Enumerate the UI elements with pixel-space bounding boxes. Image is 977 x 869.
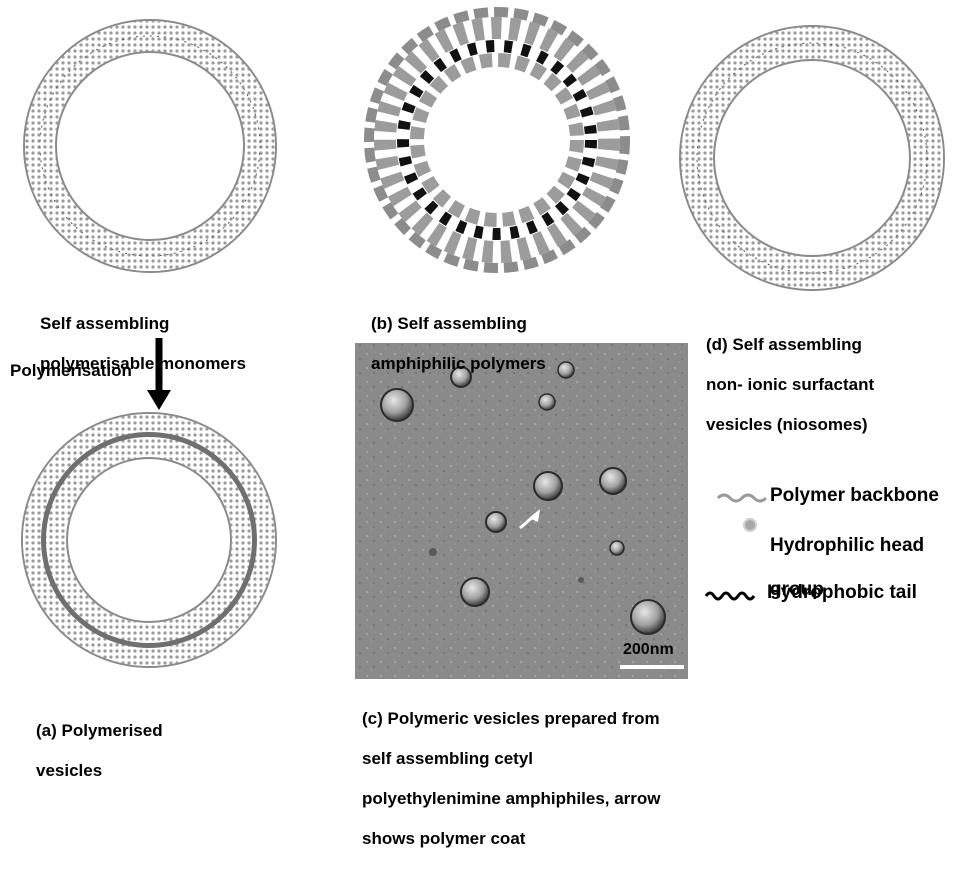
caption-line: vesicles (niosomes) xyxy=(706,415,874,435)
legend-hydrophilic-head: Hydrophilic head group xyxy=(770,513,924,623)
caption-line: polyethylenimine amphiphiles, arrow xyxy=(362,789,661,809)
caption-line: (b) Self assembling xyxy=(371,314,546,334)
polymerised-vesicle xyxy=(22,413,276,667)
legend-polymer-backbone-icon xyxy=(718,495,766,501)
amphiphilic-polymer-vesicle xyxy=(369,12,625,268)
polymerisation-label: Polymerisation xyxy=(10,361,132,381)
polymerised-caption: (a) Polymerised vesicles xyxy=(36,701,163,801)
caption-line: (a) Polymerised xyxy=(36,721,163,741)
legend-polymer-backbone: Polymer backbone xyxy=(770,485,939,507)
caption-line: vesicles xyxy=(36,761,163,781)
caption-line: amphiphilic polymers xyxy=(371,354,546,374)
amphiphilic-caption: (b) Self assembling amphiphilic polymers xyxy=(371,294,546,394)
legend-hydrophobic-tail: Hydrophobic tail xyxy=(767,582,917,604)
legend-line: Hydrophilic head xyxy=(770,535,924,557)
caption-line: self assembling cetyl xyxy=(362,749,661,769)
legend-hydrophobic-tail-icon xyxy=(706,593,754,599)
caption-line: non- ionic surfactant xyxy=(706,375,874,395)
niosome-vesicle xyxy=(680,26,944,290)
caption-line: (d) Self assembling xyxy=(706,335,874,355)
caption-line: (c) Polymeric vesicles prepared from xyxy=(362,709,661,729)
niosome-caption: (d) Self assembling non- ionic surfactan… xyxy=(706,315,874,455)
legend-hydrophilic-head-icon xyxy=(744,519,756,531)
micrograph-caption: (c) Polymeric vesicles prepared from sel… xyxy=(362,689,661,869)
scale-bar-label: 200nm xyxy=(623,640,674,660)
caption-line: Self assembling xyxy=(40,314,246,334)
monomer-vesicle xyxy=(24,20,276,272)
caption-line: shows polymer coat xyxy=(362,829,661,849)
